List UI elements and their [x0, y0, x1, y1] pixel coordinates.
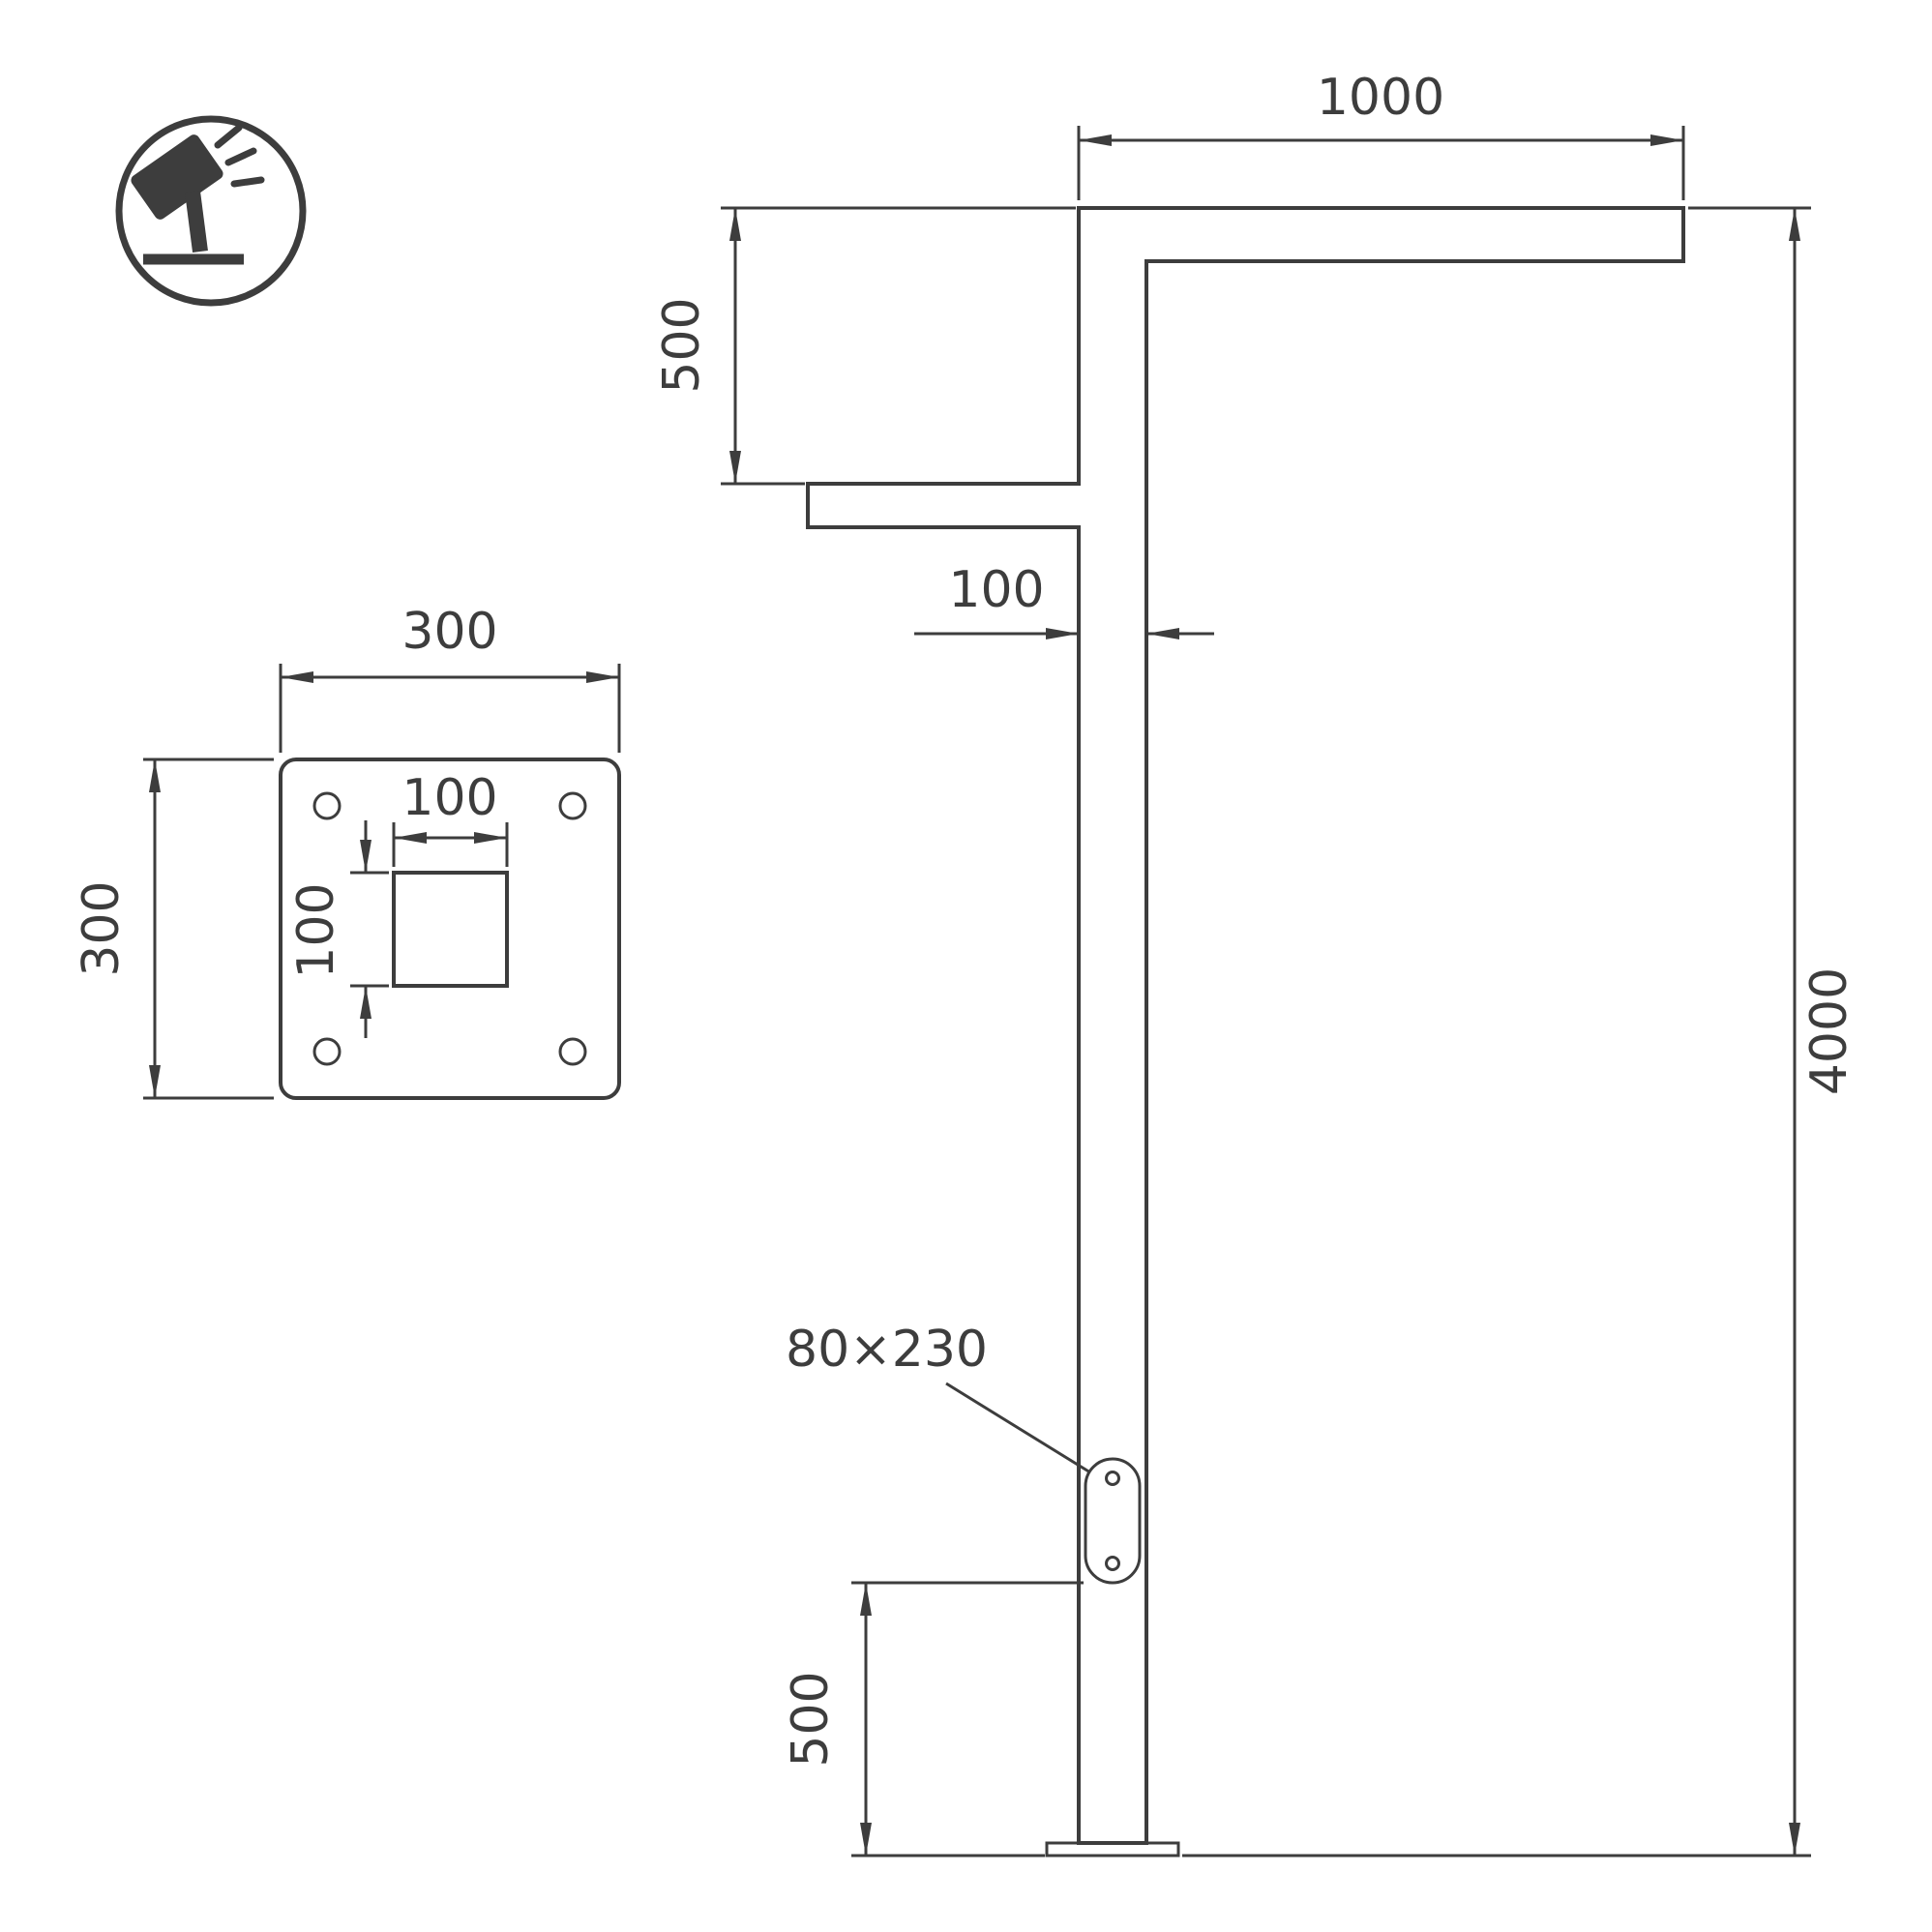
center-square-hole — [392, 871, 509, 988]
floodlight-icon — [115, 115, 307, 307]
dim-hole-width-label: 100 — [401, 769, 497, 827]
dim-hatch-elevation: 500 — [782, 1581, 1084, 1858]
dim-pole-height: 4000 — [1182, 206, 1858, 1858]
bolt-hole — [558, 1037, 587, 1066]
dim-hole-width: 100 — [392, 769, 509, 867]
dim-pole-height-label: 4000 — [1800, 967, 1858, 1095]
dim-plate-width: 300 — [279, 603, 621, 753]
dim-arm-length-label: 1000 — [1317, 69, 1444, 127]
dim-hatch-elevation-label: 500 — [782, 1671, 840, 1767]
dim-pole-width-label: 100 — [948, 561, 1044, 619]
base-flange — [1045, 1841, 1180, 1858]
pole-outline — [806, 206, 1685, 1845]
dim-plate-height: 300 — [73, 758, 274, 1100]
floodlight-head — [131, 134, 223, 220]
leader-line — [945, 1382, 1091, 1474]
bolt-hole — [558, 791, 587, 820]
hatch-size-label: 80×230 — [786, 1321, 988, 1379]
icon-circle — [115, 115, 307, 307]
callout-hatch-size: 80×230 — [786, 1321, 1091, 1474]
hatch-screw-top — [1105, 1471, 1120, 1486]
dim-arm-drop-label: 500 — [653, 297, 711, 393]
dim-plate-height-label: 300 — [73, 880, 131, 976]
dim-arm-drop: 500 — [653, 206, 1076, 486]
hatch-screw-bottom — [1105, 1556, 1120, 1571]
service-hatch — [1084, 1457, 1142, 1585]
bolt-hole — [312, 791, 342, 820]
dim-arm-length: 1000 — [1077, 69, 1685, 200]
dim-plate-width-label: 300 — [401, 603, 497, 661]
dim-pole-width: 100 — [914, 561, 1214, 639]
floodlight-stem — [185, 190, 208, 253]
bolt-hole — [312, 1037, 342, 1066]
light-rays-icon — [214, 124, 265, 188]
base-plate-outline — [279, 758, 621, 1100]
dim-hole-height: 100 — [287, 820, 389, 1038]
dim-hole-height-label: 100 — [287, 882, 345, 978]
front-view: 1000 500 100 4000 80×230 — [653, 69, 1858, 1858]
base-plate-view: 300 300 100 100 — [73, 603, 621, 1100]
